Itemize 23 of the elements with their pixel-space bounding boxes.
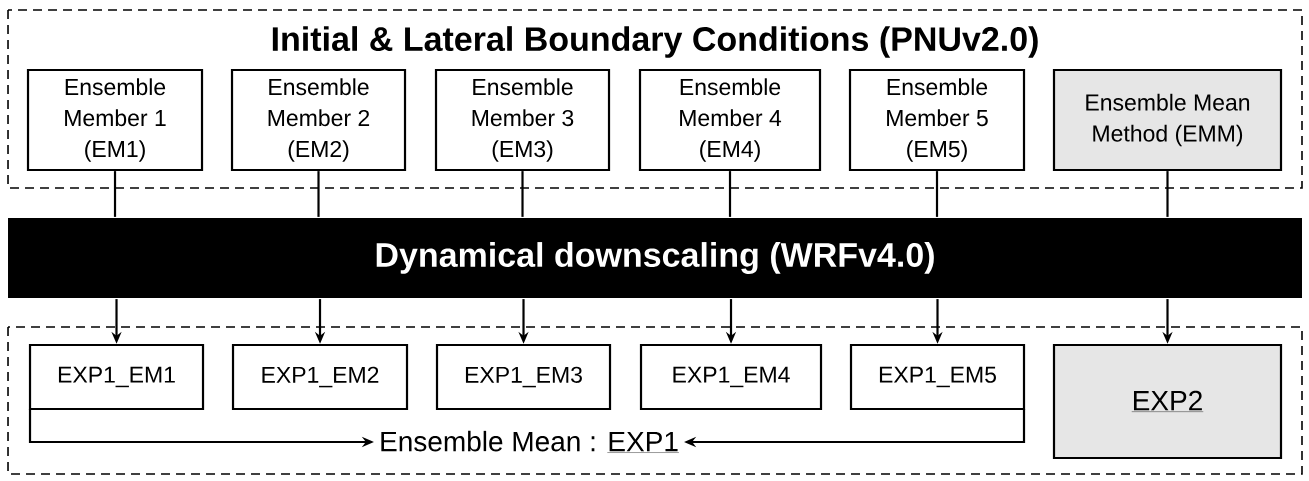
connector-line — [317, 171, 320, 217]
process-band: Dynamical downscaling (WRFv4.0) — [8, 218, 1302, 298]
connector-line — [521, 171, 524, 217]
connector-line — [1166, 171, 1169, 217]
process-box: EXP1_EM5 — [849, 343, 1026, 411]
process-box: EXP2 — [1052, 343, 1283, 460]
connector-line — [728, 171, 732, 217]
group-heading: Initial & Lateral Boundary Conditions (PNUv2.0) — [272, 26, 1038, 58]
connector-line — [113, 171, 117, 217]
process-box: Ensemble Mean Method (EMM) — [1052, 68, 1283, 172]
connector-line — [935, 171, 939, 217]
process-box: EXP1_EM1 — [28, 343, 205, 411]
process-box: Ensemble Member 3 (EM3) — [434, 68, 611, 172]
process-box: Ensemble Member 4 (EM4) — [638, 68, 822, 172]
process-box: Ensemble Member 1 (EM1) — [26, 68, 204, 172]
dashed-group-box — [7, 326, 1303, 475]
process-box: EXP1_EM3 — [435, 343, 612, 411]
dashed-group-box — [7, 9, 1303, 189]
process-box: EXP1_EM4 — [639, 343, 823, 411]
summary-text: Ensemble Mean : EXP1 — [381, 430, 680, 453]
process-box: Ensemble Member 2 (EM2) — [230, 68, 407, 172]
process-box: Ensemble Member 5 (EM5) — [848, 68, 1026, 172]
process-box: EXP1_EM2 — [231, 343, 409, 411]
